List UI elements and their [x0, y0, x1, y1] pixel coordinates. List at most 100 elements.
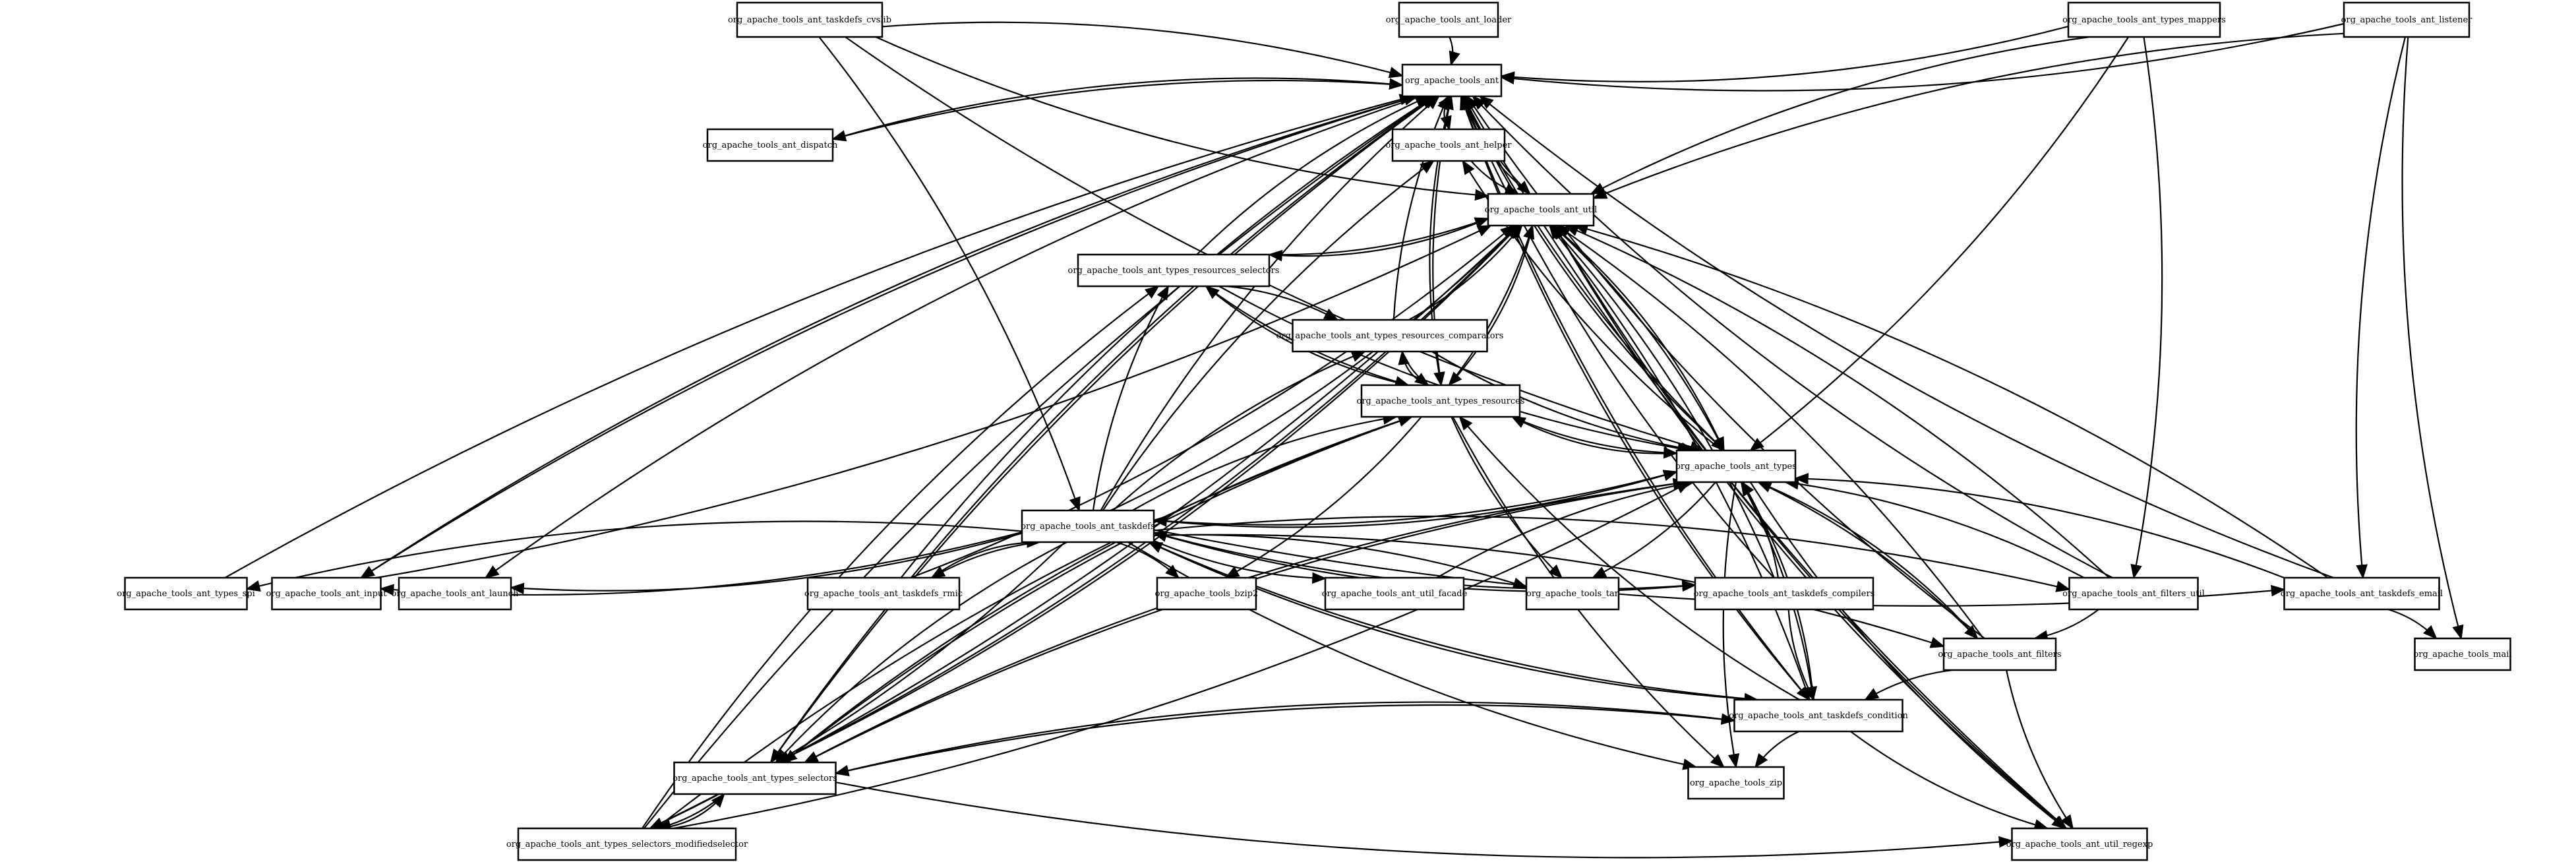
node-label: org_apache_tools_ant_taskdefs_email	[2281, 589, 2443, 599]
node-box	[2414, 637, 2511, 671]
edge-listener-to-mail	[2401, 36, 2464, 640]
node-label: org_apache_tools_zip	[1690, 778, 1782, 788]
edge-taskdefs-condition-to-ant	[1460, 94, 1810, 700]
node-resources: org_apache_tools_ant_types_resources	[1357, 384, 1524, 418]
edge-types-selectors-to-taskdefs-condition	[835, 701, 1736, 774]
edge-listener-to-ant	[1499, 22, 2345, 92]
edge-filters-util-to-types	[1783, 477, 2085, 578]
node-res-comparators: org_apache_tools_ant_types_resources_com…	[1276, 319, 1504, 353]
node-helper: org_apache_tools_ant_helper	[1385, 128, 1512, 162]
node-label: org_apache_tools_ant_filters_util	[2062, 589, 2205, 599]
edge-types-spi-to-ant	[224, 94, 1414, 578]
node-box	[517, 827, 737, 861]
edge-res-comparators-to-types	[1431, 351, 1696, 454]
edge-taskdefs-compilers-to-ant	[1461, 94, 1775, 578]
node-box	[398, 576, 512, 611]
edge-types-mappers-to-ant	[1499, 26, 2069, 83]
edge-taskdefs-to-filters-util	[1153, 515, 2071, 592]
edge-util-to-util-regexp	[1553, 225, 2068, 830]
node-taskdefs: org_apache_tools_ant_taskdefs	[1021, 509, 1155, 543]
edge-input-to-util	[376, 225, 1492, 579]
node-label: org_apache_tools_ant_types_spi	[117, 589, 255, 599]
edge-input-to-ant	[361, 94, 1419, 578]
edges-layer	[224, 21, 2464, 859]
edge-ant-to-input	[359, 95, 1418, 579]
edge-filters-util-to-filters	[2033, 609, 2099, 642]
node-box	[1292, 319, 1488, 353]
node-label: org_apache_tools_ant_input	[266, 589, 387, 599]
edge-taskdefs-compilers-to-util	[1549, 224, 1775, 578]
node-box	[1021, 509, 1155, 543]
node-taskdefs-rmic: org_apache_tools_ant_taskdefs_rmic	[804, 576, 963, 611]
node-label: org_apache_tools_mail	[2413, 650, 2511, 660]
node-label: org_apache_tools_ant_helper	[1385, 140, 1512, 150]
node-filters-util: org_apache_tools_ant_filters_util	[2062, 576, 2205, 611]
edge-types-mappers-to-filters-util	[2130, 36, 2163, 580]
nodes-layer: org_apache_tools_antorg_apache_tools_ant…	[117, 1, 2512, 861]
edge-selectors-modified-to-types	[673, 481, 1691, 830]
node-label: org_apache_tools_ant_taskdefs	[1021, 522, 1155, 532]
edge-types-mappers-to-util	[1590, 36, 2090, 195]
node-taskdefs-email: org_apache_tools_ant_taskdefs_email	[2281, 576, 2443, 611]
node-label: org_apache_tools_ant_types_resources_com…	[1276, 331, 1504, 341]
node-box	[1525, 576, 1620, 611]
edge-taskdefs-to-launch	[509, 532, 1023, 595]
edge-types-mappers-to-types	[1749, 36, 2130, 452]
node-box	[806, 576, 961, 611]
edge-taskdefs-to-types	[1153, 470, 1679, 528]
edge-filters-util-to-util	[1564, 224, 2110, 578]
edge-taskdefs-email-to-types	[1793, 473, 2285, 579]
edge-selectors-modified-to-resources	[655, 416, 1413, 829]
edge-listener-to-util	[1592, 32, 2345, 199]
edge-types-to-tar	[1591, 481, 1717, 578]
node-box	[1156, 576, 1257, 611]
edge-taskdefs-condition-to-zip	[1754, 731, 1800, 768]
node-box	[1487, 193, 1595, 227]
edge-taskdefs-to-util-facade	[1153, 539, 1327, 584]
edge-types-to-resources	[1511, 416, 1677, 454]
edge-util-facade-to-types	[1436, 478, 1695, 578]
edge-resources-to-res-comparators	[1398, 350, 1429, 386]
node-label: org_apache_tools_ant_taskdefs_compilers	[1694, 589, 1875, 599]
edge-taskdefs-compilers-to-types	[1741, 481, 1779, 578]
node-box	[2067, 1, 2221, 38]
node-types-mappers: org_apache_tools_ant_types_mappers	[2062, 1, 2226, 38]
node-label: org_apache_tools_ant_types	[1675, 462, 1797, 472]
edge-util-regexp-to-util	[1553, 224, 2067, 829]
edge-filters-util-to-ant	[1472, 95, 2113, 578]
node-util: org_apache_tools_ant_util	[1485, 193, 1597, 227]
edge-taskdefs-email-to-mail	[2387, 608, 2438, 640]
node-box	[1077, 253, 1271, 288]
node-util-regexp: org_apache_tools_ant_util_regexp	[2006, 827, 2153, 861]
node-label: org_apache_tools_ant_types_selectors_mod…	[506, 840, 748, 849]
edge-resources-to-bzip2	[1224, 416, 1422, 579]
edge-res-selectors-to-util	[1269, 217, 1490, 256]
node-tar: org_apache_tools_tar	[1525, 576, 1620, 611]
edge-taskdefs-rmic-to-util	[910, 224, 1515, 579]
edge-filters-to-util	[1555, 224, 1985, 639]
node-box	[2343, 1, 2471, 38]
edge-types-to-zip	[1722, 481, 1740, 769]
node-box	[706, 128, 834, 162]
node-label: org_apache_tools_ant_dispatch	[703, 140, 838, 150]
edge-filters-to-types	[1756, 481, 1979, 639]
edge-taskdefs-cvslib-to-util	[875, 36, 1490, 201]
edge-resources-to-types-selectors	[782, 416, 1412, 764]
node-launch: org_apache_tools_ant_launch	[392, 576, 519, 611]
node-box	[736, 1, 884, 38]
edge-resources-to-types	[1512, 416, 1679, 459]
edge-taskdefs-to-types-selectors	[775, 541, 1067, 764]
edge-resources-to-tar	[1451, 416, 1563, 579]
node-label: org_apache_tools_ant_taskdefs_condition	[1729, 711, 1908, 721]
edge-taskdefs-cvslib-to-taskdefs	[818, 36, 1081, 512]
edge-taskdefs-to-helper	[1102, 160, 1435, 511]
edge-ant-to-launch	[484, 95, 1422, 579]
node-box	[1398, 1, 1499, 38]
edge-util-to-resources	[1448, 225, 1534, 386]
edge-loader-to-ant	[1449, 36, 1460, 67]
edge-taskdefs-to-res-comparators	[1112, 350, 1367, 511]
edge-types-selectors-to-resources	[783, 415, 1414, 763]
edge-resources-to-util	[1448, 224, 1535, 386]
node-mail: org_apache_tools_mail	[2413, 637, 2512, 671]
node-filters: org_apache_tools_ant_filters	[1938, 637, 2062, 671]
